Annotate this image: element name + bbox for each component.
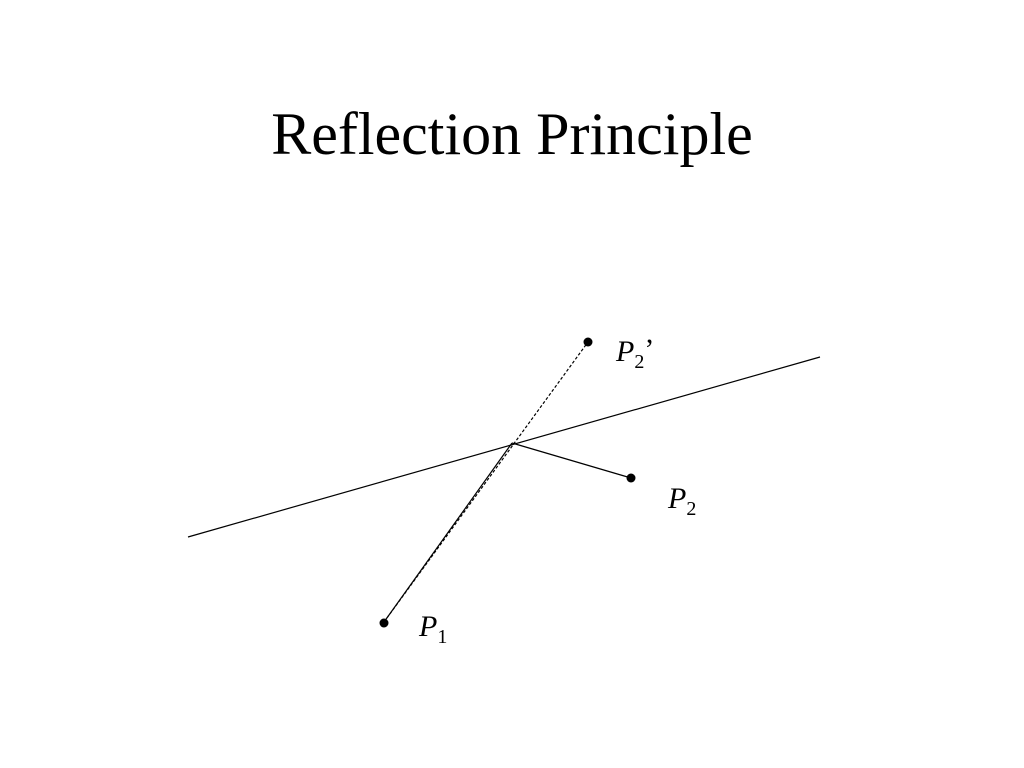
label-p1: P1 [418,610,447,648]
label-p1-main: P [418,610,437,643]
label-p2-reflected-prime: ’ [644,333,654,366]
dashed-segment-p1-to-p2-reflected [383,341,589,623]
label-p2-reflected-subscript: 2 [634,351,644,373]
segment-reflection-point-to-p2 [511,442,632,479]
label-p2-main: P [667,482,686,515]
label-p2-subscript: 2 [686,498,696,520]
segment-p1-to-reflection-point [383,442,513,623]
point-p1 [379,618,389,628]
label-p2: P2 [667,482,696,520]
label-p1-subscript: 1 [437,626,447,648]
point-p2 [626,473,636,483]
mirror-line [187,356,821,538]
label-p2-reflected: P2’ [615,333,654,373]
slide-title: Reflection Principle [271,101,753,167]
point-p2-reflected [583,337,593,347]
label-p2-reflected-main: P [615,335,634,368]
